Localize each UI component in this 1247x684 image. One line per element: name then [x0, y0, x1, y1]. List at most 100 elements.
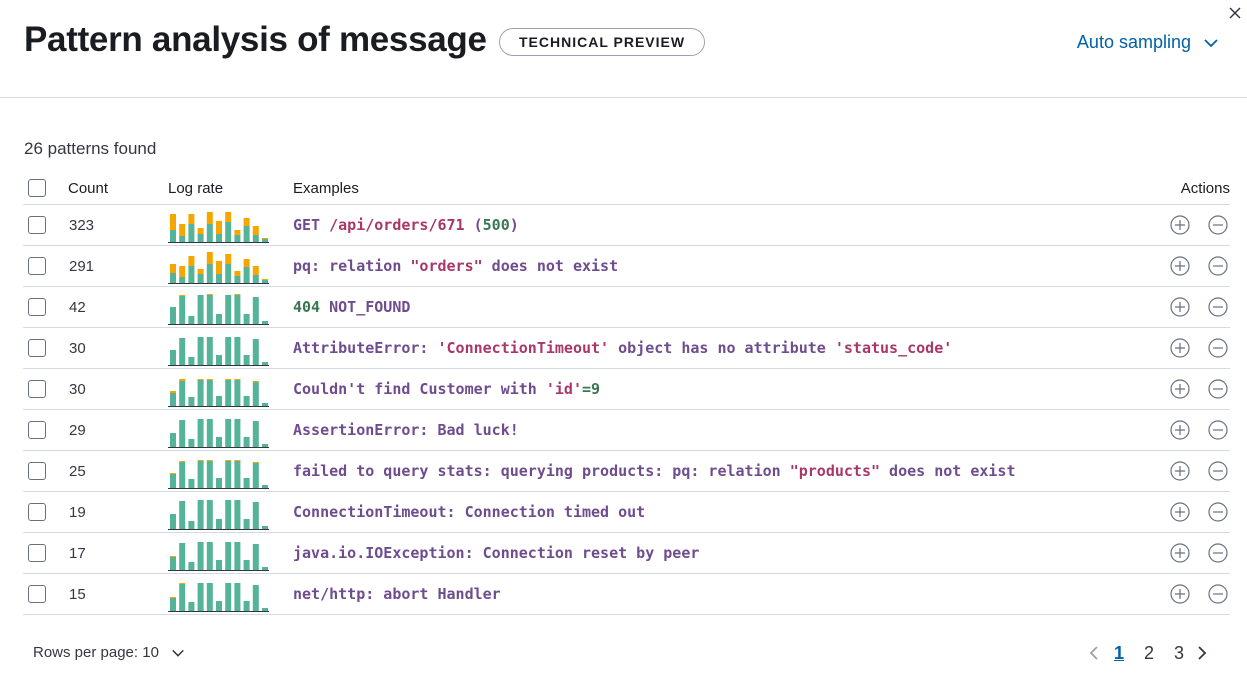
minus-circle-icon[interactable]	[1207, 501, 1229, 523]
row-checkbox[interactable]	[28, 298, 46, 316]
log-rate-bar-segment	[234, 378, 241, 380]
log-rate-bar-segment	[197, 227, 204, 234]
log-rate-bar	[234, 582, 241, 611]
pattern-count: 323	[68, 204, 168, 246]
log-rate-bar	[262, 566, 268, 570]
example-token: 404	[293, 298, 321, 316]
log-rate-bar	[225, 582, 232, 611]
log-rate-bar	[188, 396, 195, 406]
row-checkbox[interactable]	[28, 216, 46, 234]
plus-circle-icon[interactable]	[1169, 214, 1191, 236]
log-rate-sparkline	[168, 582, 269, 612]
plus-circle-icon[interactable]	[1169, 583, 1191, 605]
log-rate-bar	[179, 295, 186, 324]
log-rate-bar	[170, 513, 176, 529]
minus-circle-icon[interactable]	[1207, 214, 1229, 236]
chevron-right-icon[interactable]	[1194, 645, 1212, 663]
minus-circle-icon[interactable]	[1207, 542, 1229, 564]
pattern-count: 42	[68, 286, 168, 328]
log-rate-bar	[262, 279, 268, 283]
log-rate-bar	[243, 266, 250, 283]
plus-circle-icon[interactable]	[1169, 419, 1191, 441]
log-rate-bar-segment	[252, 380, 259, 382]
log-rate-bar-segment	[234, 459, 241, 461]
plus-circle-icon[interactable]	[1169, 296, 1191, 318]
chevron-left-icon[interactable]	[1086, 645, 1104, 663]
log-rate-bar	[197, 499, 204, 529]
log-rate-bar	[225, 541, 232, 570]
plus-circle-icon[interactable]	[1169, 501, 1191, 523]
plus-circle-icon[interactable]	[1169, 255, 1191, 277]
log-rate-bar-segment	[262, 237, 268, 239]
minus-circle-icon[interactable]	[1207, 296, 1229, 318]
plus-circle-icon[interactable]	[1169, 378, 1191, 400]
log-rate-bar	[225, 418, 232, 447]
row-checkbox[interactable]	[28, 380, 46, 398]
page-2-button[interactable]: 2	[1143, 643, 1154, 663]
row-checkbox[interactable]	[28, 585, 46, 603]
log-rate-bar-segment	[216, 220, 222, 234]
select-all-checkbox[interactable]	[28, 179, 46, 197]
log-rate-bar	[234, 418, 241, 447]
close-icon[interactable]	[1226, 4, 1244, 22]
auto-sampling-label: Auto sampling	[1076, 32, 1191, 52]
plus-circle-icon[interactable]	[1169, 460, 1191, 482]
log-rate-bar	[234, 336, 241, 365]
log-rate-bar	[216, 600, 222, 611]
log-rate-bar	[243, 559, 250, 570]
log-rate-bar	[216, 313, 222, 324]
page-1-button[interactable]: 1	[1113, 643, 1124, 663]
log-rate-bar-segment	[188, 213, 195, 224]
minus-circle-icon[interactable]	[1207, 337, 1229, 359]
row-checkbox[interactable]	[28, 462, 46, 480]
log-rate-bar	[170, 556, 176, 570]
patterns-found-count: 26 patterns found	[24, 139, 157, 158]
minus-circle-icon[interactable]	[1207, 255, 1229, 277]
row-checkbox[interactable]	[28, 544, 46, 562]
example-token: 500	[482, 216, 510, 234]
log-rate-bar-segment	[225, 211, 232, 222]
plus-circle-icon[interactable]	[1169, 337, 1191, 359]
log-rate-bar-segment	[216, 260, 222, 274]
column-header-examples: Examples	[293, 172, 1090, 205]
example-token: (	[464, 216, 483, 234]
rows-per-page-selector[interactable]: Rows per page: 10	[33, 644, 185, 661]
log-rate-bar	[234, 275, 241, 283]
log-rate-sparkline	[168, 336, 269, 366]
log-rate-bar	[197, 460, 204, 488]
row-checkbox[interactable]	[28, 257, 46, 275]
chevron-down-icon	[172, 649, 184, 657]
log-rate-bar	[243, 354, 250, 365]
log-rate-bar	[234, 294, 241, 324]
minus-circle-icon[interactable]	[1207, 378, 1229, 400]
plus-circle-icon[interactable]	[1169, 542, 1191, 564]
log-rate-bar	[262, 238, 268, 242]
log-rate-bar	[206, 263, 213, 283]
auto-sampling-dropdown[interactable]: Auto sampling	[1077, 32, 1219, 53]
page-3-button[interactable]: 3	[1173, 643, 1184, 663]
pattern-count: 30	[68, 368, 168, 410]
log-rate-bar	[252, 543, 259, 570]
example-token: 'id'	[545, 380, 582, 398]
example-token: 'ConnectionTimeout'	[437, 339, 610, 357]
row-checkbox[interactable]	[28, 421, 46, 439]
minus-circle-icon[interactable]	[1207, 583, 1229, 605]
log-rate-bar	[252, 338, 259, 365]
log-rate-bar	[170, 597, 176, 611]
column-header-count[interactable]: Count	[68, 172, 168, 205]
row-checkbox[interactable]	[28, 503, 46, 521]
log-rate-bar	[225, 460, 232, 488]
log-rate-bar	[243, 518, 250, 529]
minus-circle-icon[interactable]	[1207, 460, 1229, 482]
log-rate-sparkline	[168, 378, 269, 407]
minus-circle-icon[interactable]	[1207, 419, 1229, 441]
log-rate-bar	[234, 541, 241, 570]
pattern-count: 29	[68, 409, 168, 451]
row-checkbox[interactable]	[28, 339, 46, 357]
example-token: object has no attribute	[609, 339, 835, 357]
pattern-count: 17	[68, 532, 168, 574]
